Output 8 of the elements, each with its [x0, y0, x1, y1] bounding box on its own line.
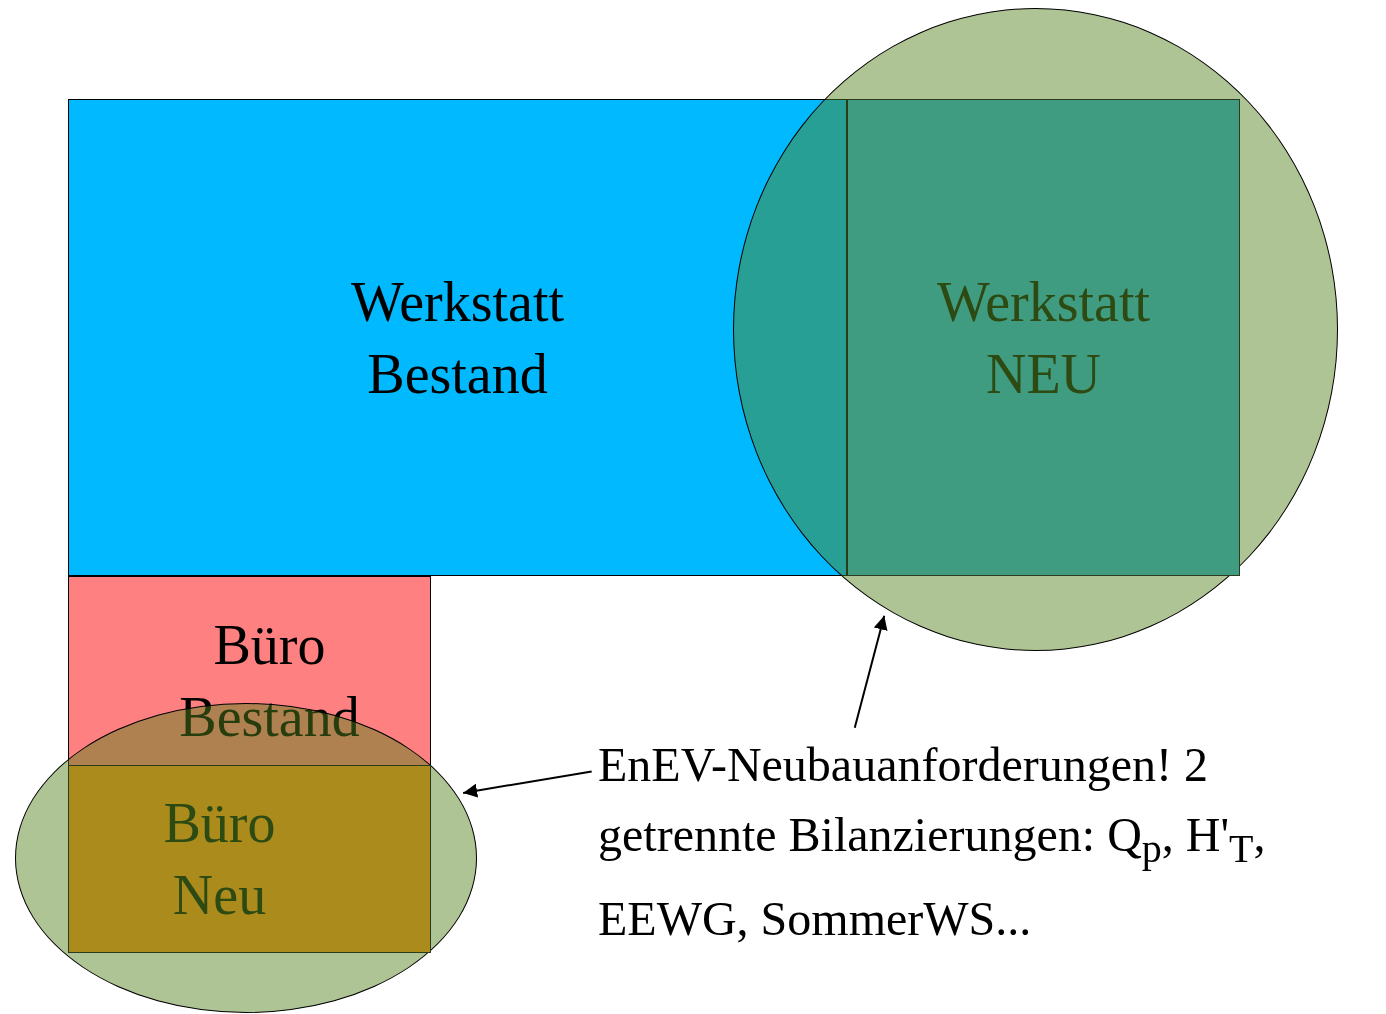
room-label: Werkstatt NEU	[935, 269, 1152, 407]
arrow	[853, 614, 888, 729]
room-label: Büro Neu	[162, 791, 277, 928]
room-block	[68, 99, 847, 576]
annotation-text: EnEV-Neubauanforderungen! 2 getrennte Bilanzierungen: Q$_{p}$, H'$_{T}$, EEWG, SommerWS...	[598, 737, 1267, 947]
arrow	[462, 770, 593, 798]
room-label: Werkstatt Bestand	[349, 269, 566, 407]
room-block	[68, 576, 431, 766]
